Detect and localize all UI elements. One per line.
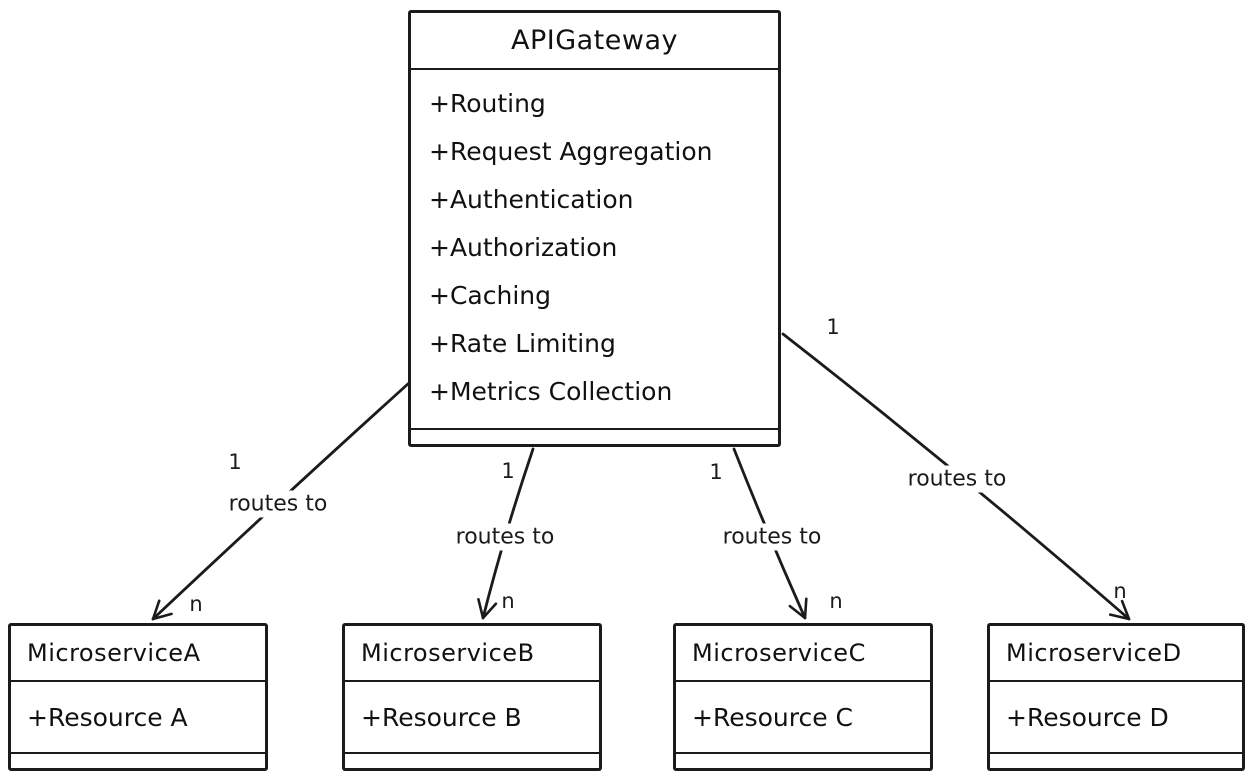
edge-a-label: routes to [220,490,336,518]
edge-c-label: routes to [714,523,830,551]
edge-d-label: routes to [899,465,1015,493]
attribute-item: +Caching [429,281,551,310]
attributes-compartment-microserviced: +Resource D [990,682,1242,752]
attributes-compartment-microservicec: +Resource C [676,682,930,752]
edge-d-source-cardinality: 1 [826,315,840,339]
attribute-item: +Routing [429,89,546,118]
class-box-microservicec: MicroserviceC +Resource C [673,623,933,771]
edge-a-target-cardinality: n [189,592,203,616]
attributes-compartment-microserviceb: +Resource B [345,682,599,752]
methods-compartment-microserviced [990,752,1242,768]
edge-c-source-cardinality: 1 [709,460,723,484]
edge-b-source-cardinality: 1 [501,459,515,483]
attribute-item: +Authorization [429,233,618,262]
edge-b-target-cardinality: n [501,589,515,613]
attributes-compartment-apigateway: +Routing +Request Aggregation +Authentic… [411,70,778,428]
edge-b-label: routes to [447,523,563,551]
edge-c-target-cardinality: n [829,589,843,613]
class-box-microserviced: MicroserviceD +Resource D [987,623,1245,771]
class-title-microservicec: MicroserviceC [676,626,930,682]
attribute-item: +Metrics Collection [429,377,673,406]
class-title-microserviceb: MicroserviceB [345,626,599,682]
class-title-microserviced: MicroserviceD [990,626,1242,682]
attributes-compartment-microservicea: +Resource A [11,682,265,752]
methods-compartment-microserviceb [345,752,599,768]
class-box-apigateway: APIGateway +Routing +Request Aggregation… [408,10,781,447]
class-title-apigateway: APIGateway [411,13,778,70]
attribute-item: +Resource C [692,702,853,732]
attribute-item: +Resource A [27,702,188,732]
attribute-item: +Request Aggregation [429,137,713,166]
class-box-microservicea: MicroserviceA +Resource A [8,623,268,771]
attribute-item: +Authentication [429,185,634,214]
attribute-item: +Resource D [1006,702,1169,732]
methods-compartment-apigateway [411,428,778,444]
attribute-item: +Resource B [361,702,522,732]
edge-a-source-cardinality: 1 [228,450,242,474]
methods-compartment-microservicea [11,752,265,768]
class-box-microserviceb: MicroserviceB +Resource B [342,623,602,771]
class-title-microservicea: MicroserviceA [11,626,265,682]
methods-compartment-microservicec [676,752,930,768]
attribute-item: +Rate Limiting [429,329,616,358]
edge-d-target-cardinality: n [1113,579,1127,603]
